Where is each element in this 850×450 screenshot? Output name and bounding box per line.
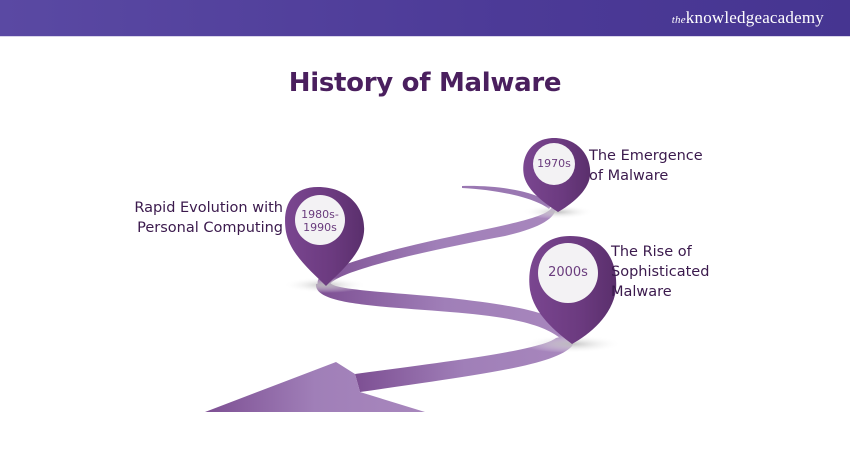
road-segment-1970s-tail bbox=[462, 185, 552, 209]
pin-1980s-1990s bbox=[285, 187, 365, 286]
milestone-label-1980s-1990s: Rapid Evolution with Personal Computing bbox=[134, 200, 283, 236]
page-title: History of Malware bbox=[288, 68, 562, 98]
road-segment-1970s-to-1980s bbox=[317, 207, 556, 286]
pin-2000s bbox=[529, 236, 617, 344]
road-segment-2000s-to-arrow bbox=[355, 334, 575, 392]
pin-1970s bbox=[523, 138, 591, 212]
era-1980s-1990s: 1980s- 1990s bbox=[301, 208, 339, 234]
milestone-label-1970s: The Emergence of Malware bbox=[589, 148, 703, 184]
era-2000s: 2000s bbox=[548, 265, 588, 280]
road-segment-1980s-to-2000s bbox=[315, 282, 575, 338]
milestone-label-2000s: The Rise of Sophisticated Malware bbox=[611, 244, 710, 300]
brand-logo[interactable]: theknowledgeacademy bbox=[671, 8, 824, 27]
header-bar: theknowledgeacademy bbox=[0, 0, 850, 37]
road-arrowhead bbox=[205, 362, 425, 412]
era-1970s: 1970s bbox=[537, 157, 571, 170]
